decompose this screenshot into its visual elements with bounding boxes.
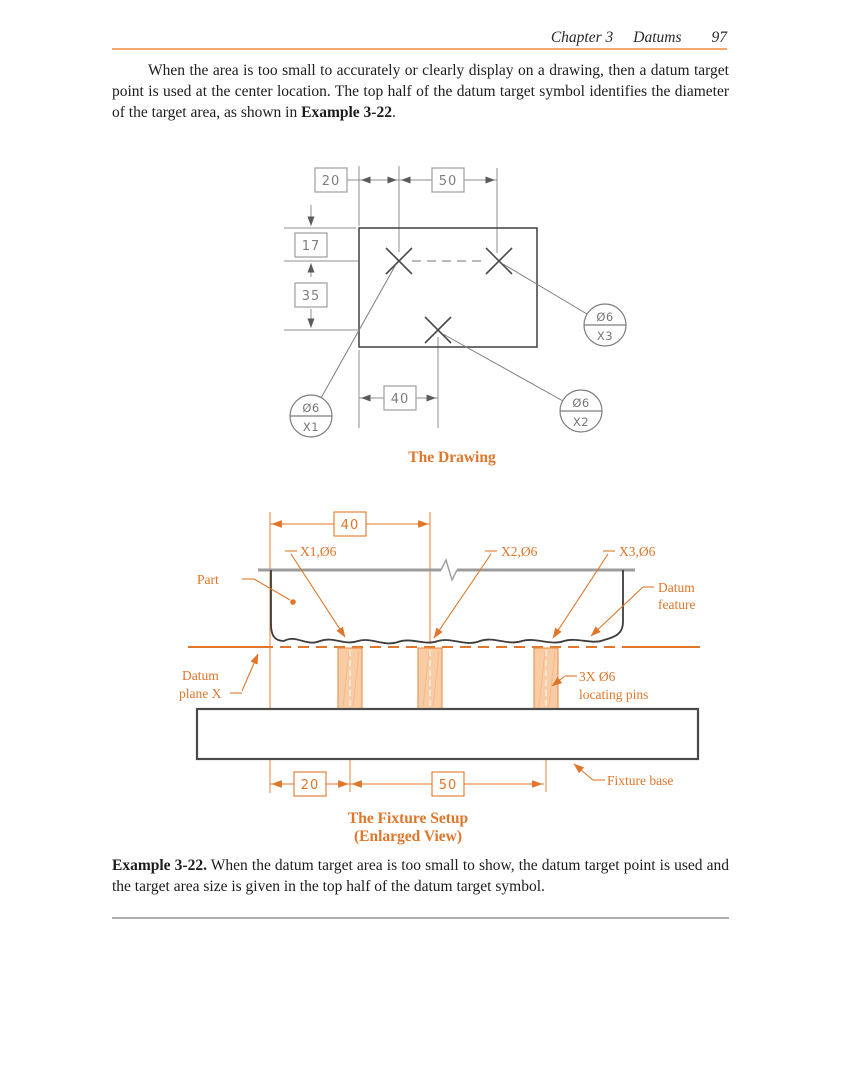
dim-17: 17	[302, 239, 321, 254]
dim-40: 40	[391, 392, 410, 407]
dim-35: 35	[302, 289, 321, 304]
break-symbol	[440, 558, 458, 582]
fixture-label-datum-feature-2: feature	[658, 597, 695, 612]
fixture-label-x3: X3,Ø6	[619, 544, 656, 559]
datum-target-symbol-x3: Ø6 X3	[583, 303, 627, 347]
fixture-label-datum-plane-1: Datum	[182, 668, 219, 683]
part-outline	[358, 227, 538, 348]
target-x3-size: Ø6	[596, 310, 613, 324]
target-x2-size: Ø6	[572, 396, 589, 410]
example-text: When the datum target area is too small …	[112, 857, 730, 895]
dimension-boxes: 20 50 17 35 40	[294, 167, 465, 411]
target-leader-lines	[320, 263, 588, 402]
fixture-bottom-dims: 20 50	[270, 771, 544, 797]
figure2-caption-line2: (Enlarged View)	[354, 828, 462, 845]
chapter-label: Chapter 3	[550, 29, 614, 46]
fixture-base-outline	[195, 707, 700, 761]
header-rule	[112, 48, 727, 50]
bottom-rule	[112, 917, 729, 919]
target-x3-label: X3	[597, 329, 613, 343]
fixture-label-pins-2: locating pins	[579, 687, 648, 702]
datum-target-symbol-x2: Ø6 X2	[559, 389, 603, 433]
fixture-dim-40-value: 40	[341, 518, 360, 533]
example-label: Example 3-22.	[112, 857, 207, 874]
dim-50: 50	[439, 174, 458, 189]
intro-paragraph: When the area is too small to accurately…	[112, 60, 729, 123]
locating-pin-3	[533, 647, 559, 710]
target-point-crosses	[385, 247, 513, 344]
page-number: 97	[711, 29, 728, 46]
fixture-label-datum-feature-1: Datum	[658, 580, 695, 595]
fixture-leaders	[230, 550, 654, 781]
fixture-dim-50-value: 50	[439, 778, 458, 793]
part-leader-dot	[290, 599, 296, 605]
fixture-dim-20-value: 20	[301, 778, 320, 793]
target-x2-label: X2	[573, 415, 589, 429]
fixture-label-pins-1: 3X Ø6	[579, 669, 616, 684]
fixture-label-datum-plane-2: plane X	[179, 686, 222, 701]
figure2-caption-line1: The Fixture Setup	[348, 810, 468, 827]
fixture-label-x1: X1,Ø6	[300, 544, 337, 559]
target-x1-label: X1	[303, 420, 319, 434]
intro-text: When the area is too small to accurately…	[112, 62, 729, 121]
fixture-label-base: Fixture base	[607, 773, 673, 788]
fixture-label-part: Part	[197, 572, 219, 587]
intro-suffix: .	[391, 104, 396, 121]
running-header: Chapter 3 Datums 97	[112, 29, 727, 47]
fixture-label-x2: X2,Ø6	[501, 544, 538, 559]
datum-target-symbol-x1: Ø6 X1	[289, 394, 333, 438]
example-caption: Example 3-22. When the datum target area…	[112, 855, 729, 897]
section-label: Datums	[633, 29, 682, 46]
part-profile	[270, 570, 624, 645]
figure-the-drawing: 20 50 17 35 40 Ø6	[284, 166, 627, 466]
figure1-caption: The Drawing	[408, 449, 496, 466]
locating-pin-2	[417, 647, 443, 710]
part-top-surface	[258, 558, 635, 582]
fixture-dim-40: 40	[270, 511, 430, 537]
locating-pins	[337, 647, 559, 710]
dimension-lines	[307, 176, 497, 402]
intro-example-ref: Example 3-22	[301, 104, 392, 121]
dim-20: 20	[322, 174, 341, 189]
target-x1-size: Ø6	[302, 401, 319, 415]
figure-fixture-setup: 40	[179, 511, 700, 845]
locating-pin-1	[337, 647, 363, 710]
